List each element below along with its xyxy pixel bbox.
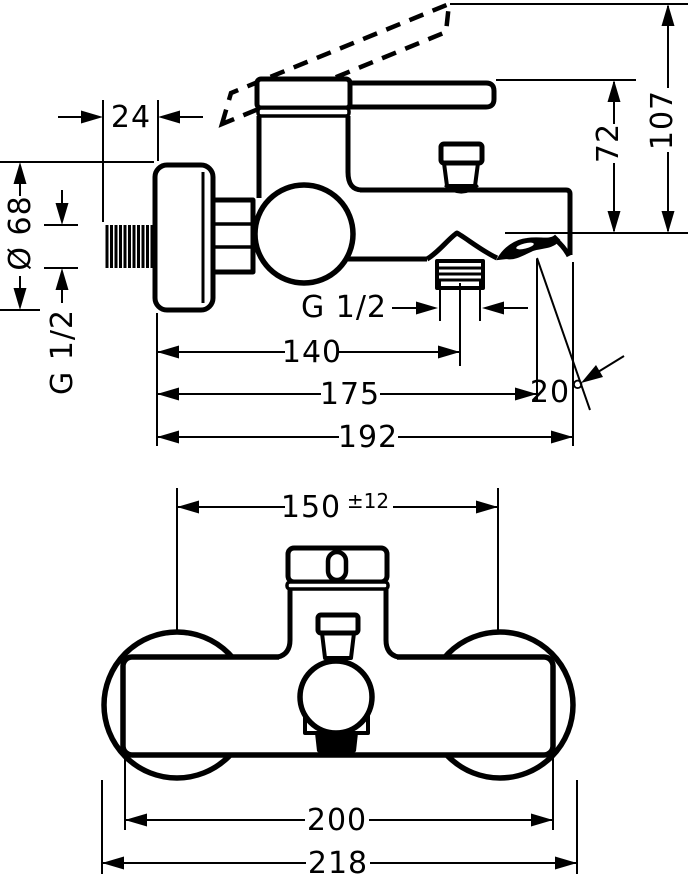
handle-cap (254, 76, 353, 111)
lever-handle-raised-dashed (218, 0, 452, 128)
dimension-140: 140 (156, 313, 460, 446)
dim-20deg-label: 20° (530, 375, 586, 410)
spout-break-highlight (516, 242, 534, 250)
diverter-knob-front (315, 612, 361, 660)
dimension-200: 200 (124, 757, 554, 838)
side-view: 24 Ø 68 G 1/2 72 107 (0, 0, 688, 455)
faucet-body-top-edge (360, 187, 573, 255)
dim-24-label: 24 (111, 100, 151, 135)
dimension-spout-angle: 20° (530, 257, 625, 411)
cartridge-column-right-edge (345, 116, 363, 193)
dimension-escutcheon-diameter: Ø 68 (0, 161, 154, 311)
dim-72-label: 72 (591, 123, 626, 163)
dim-inlet-g12-label: G 1/2 (45, 309, 80, 395)
outlet-mound (425, 230, 499, 262)
spout-break-tail (552, 236, 572, 258)
dimension-outlet-thread: G 1/2 (301, 281, 528, 366)
dim-140-label: 140 (282, 335, 342, 370)
dim-diameter-68-label: Ø 68 (3, 195, 38, 270)
dimension-72: 72 (496, 79, 636, 233)
mounting-nut (210, 197, 256, 275)
dimension-218: 218 (101, 780, 578, 881)
handle-cap-ring (256, 106, 351, 118)
dimension-150: 150 ±12 (176, 488, 499, 630)
cartridge-circle (252, 182, 356, 286)
inlet-thread (105, 225, 154, 268)
dim-outlet-g12-label: G 1/2 (301, 290, 387, 325)
spout-hub-circle (297, 658, 375, 736)
dimension-107: 107 (450, 3, 688, 234)
diverter-knob-side (438, 141, 485, 194)
front-view: 150 ±12 200 218 (101, 488, 578, 881)
dim-192-label: 192 (338, 420, 398, 455)
dimension-inlet-thread: G 1/2 (44, 190, 80, 395)
dim-150-label: 150 (281, 490, 341, 525)
dimension-192: 192 (157, 262, 574, 455)
dim-175-label: 175 (320, 377, 380, 412)
dim-218-label: 218 (308, 846, 368, 881)
lever-handle (347, 80, 497, 110)
dim-150-tolerance-label: ±12 (347, 489, 389, 513)
dimension-175: 175 (157, 259, 538, 412)
handle-slot (325, 549, 349, 583)
dim-200-label: 200 (307, 803, 367, 838)
dim-107-label: 107 (645, 90, 680, 150)
aerator (315, 733, 358, 753)
handle-cap-ring-front (285, 580, 390, 591)
